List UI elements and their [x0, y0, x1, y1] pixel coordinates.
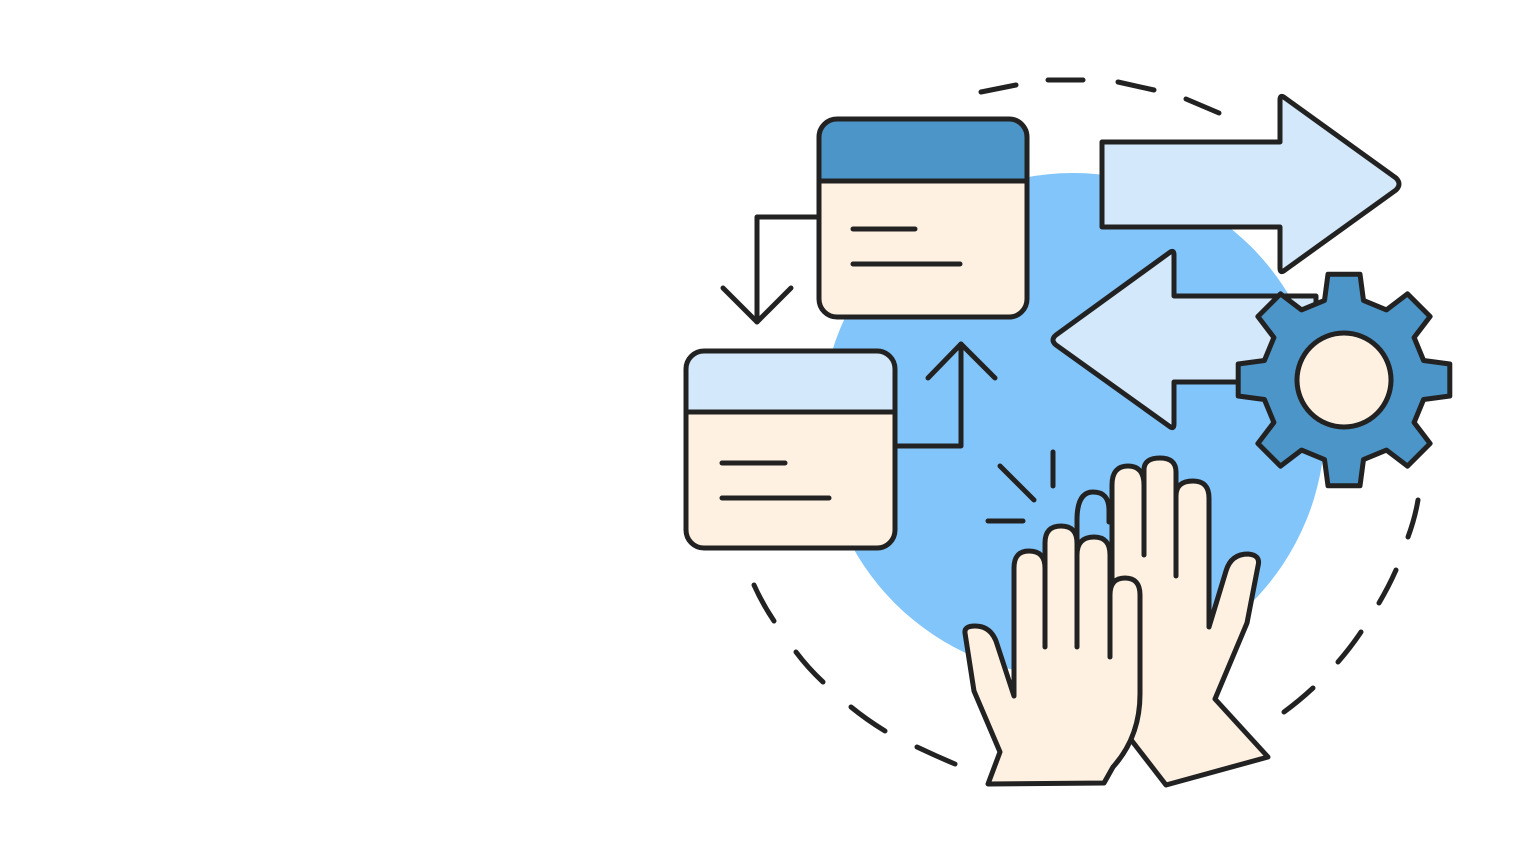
arrow-down-connector	[720, 214, 822, 325]
arrow-up-connector	[892, 341, 998, 449]
window-icon-bottom	[683, 348, 898, 551]
dashed-cycle-ring-top	[978, 77, 1222, 116]
dashed-cycle-ring-left	[751, 582, 958, 767]
arrow-right-icon	[1099, 93, 1402, 275]
dashed-cycle-ring-right	[1281, 497, 1421, 715]
gear-icon	[1235, 271, 1453, 489]
high-five-hands-icon	[962, 455, 1271, 788]
right-hand	[1109, 455, 1271, 788]
window-icon-top	[816, 116, 1030, 320]
left-hand	[962, 523, 1143, 787]
sparkle-lines	[985, 449, 1056, 524]
arrow-left-icon	[1050, 248, 1319, 431]
